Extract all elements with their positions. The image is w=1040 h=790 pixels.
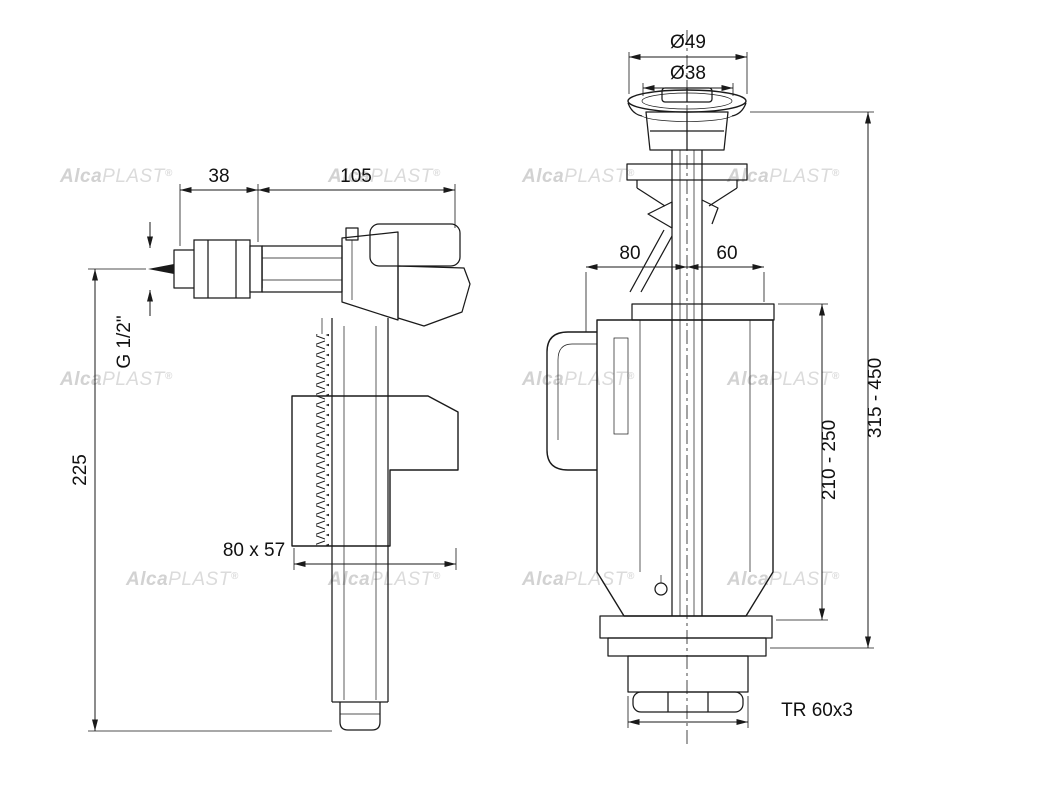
- float-cup: [291, 395, 459, 547]
- base-nut: [632, 691, 744, 713]
- fill-valve-dimensions: 38 105 G 1/2" 225 80 x 57: [70, 166, 457, 732]
- dim-label-38: 38: [208, 166, 229, 187]
- alcaplast-watermark: AlcaPLAST®: [726, 369, 840, 390]
- dim-label-dia49: Ø49: [670, 32, 706, 53]
- dim-label-thread-g12: G 1/2": [114, 315, 135, 368]
- float-clip: [654, 582, 668, 596]
- dim-label-315-450: 315 - 450: [865, 358, 886, 438]
- dim-label-210-250: 210 - 250: [819, 420, 840, 500]
- flush-valve-dimensions: Ø49 Ø38 80 60 210 - 250 315 - 450 TR 60x…: [585, 32, 886, 728]
- upper-flange: [626, 163, 748, 207]
- valve-cap: [369, 223, 461, 267]
- dim-label-225: 225: [70, 454, 91, 486]
- thread-section: [627, 655, 749, 693]
- alcaplast-watermark: AlcaPLAST®: [327, 569, 441, 590]
- dim-label-60: 60: [716, 243, 737, 264]
- alcaplast-watermark: AlcaPLAST®: [59, 369, 173, 390]
- alcaplast-watermark: AlcaPLAST®: [726, 166, 840, 187]
- inlet-needle: [148, 264, 174, 274]
- alcaplast-watermark: AlcaPLAST®: [521, 166, 635, 187]
- flush-valve-drawing: Ø49 Ø38 80 60 210 - 250 315 - 450 TR 60x…: [546, 30, 886, 748]
- alcaplast-watermark: AlcaPLAST®: [726, 569, 840, 590]
- alcaplast-watermark: AlcaPLAST®: [521, 369, 635, 390]
- dim-label-80: 80: [619, 243, 640, 264]
- dim-label-tr60x3: TR 60x3: [781, 700, 853, 721]
- watermark-layer: AlcaPLAST® AlcaPLAST® AlcaPLAST® AlcaPLA…: [59, 166, 840, 590]
- alcaplast-watermark: AlcaPLAST®: [521, 569, 635, 590]
- fill-valve-body: [261, 223, 471, 327]
- alcaplast-watermark: AlcaPLAST®: [125, 569, 239, 590]
- dim-label-105: 105: [340, 166, 372, 187]
- dim-label-dia38: Ø38: [670, 63, 706, 84]
- alcaplast-watermark: AlcaPLAST®: [327, 166, 441, 187]
- valve-cartridge: [397, 265, 471, 327]
- fill-valve-drawing: 38 105 G 1/2" 225 80 x 57: [70, 166, 471, 732]
- adjustment-spring: [316, 334, 329, 546]
- valve-base: [599, 615, 773, 713]
- alcaplast-watermark: AlcaPLAST®: [59, 166, 173, 187]
- tailpiece: [339, 702, 381, 731]
- fill-valve-tube: [331, 318, 389, 703]
- overflow-spout: [546, 331, 597, 471]
- ratchet-clip: [629, 199, 719, 293]
- shank-nut: [193, 239, 251, 299]
- shank-washer: [249, 245, 263, 293]
- membrane-strip: [613, 337, 629, 435]
- push-button: [627, 87, 747, 151]
- dim-label-80x57: 80 x 57: [223, 540, 285, 561]
